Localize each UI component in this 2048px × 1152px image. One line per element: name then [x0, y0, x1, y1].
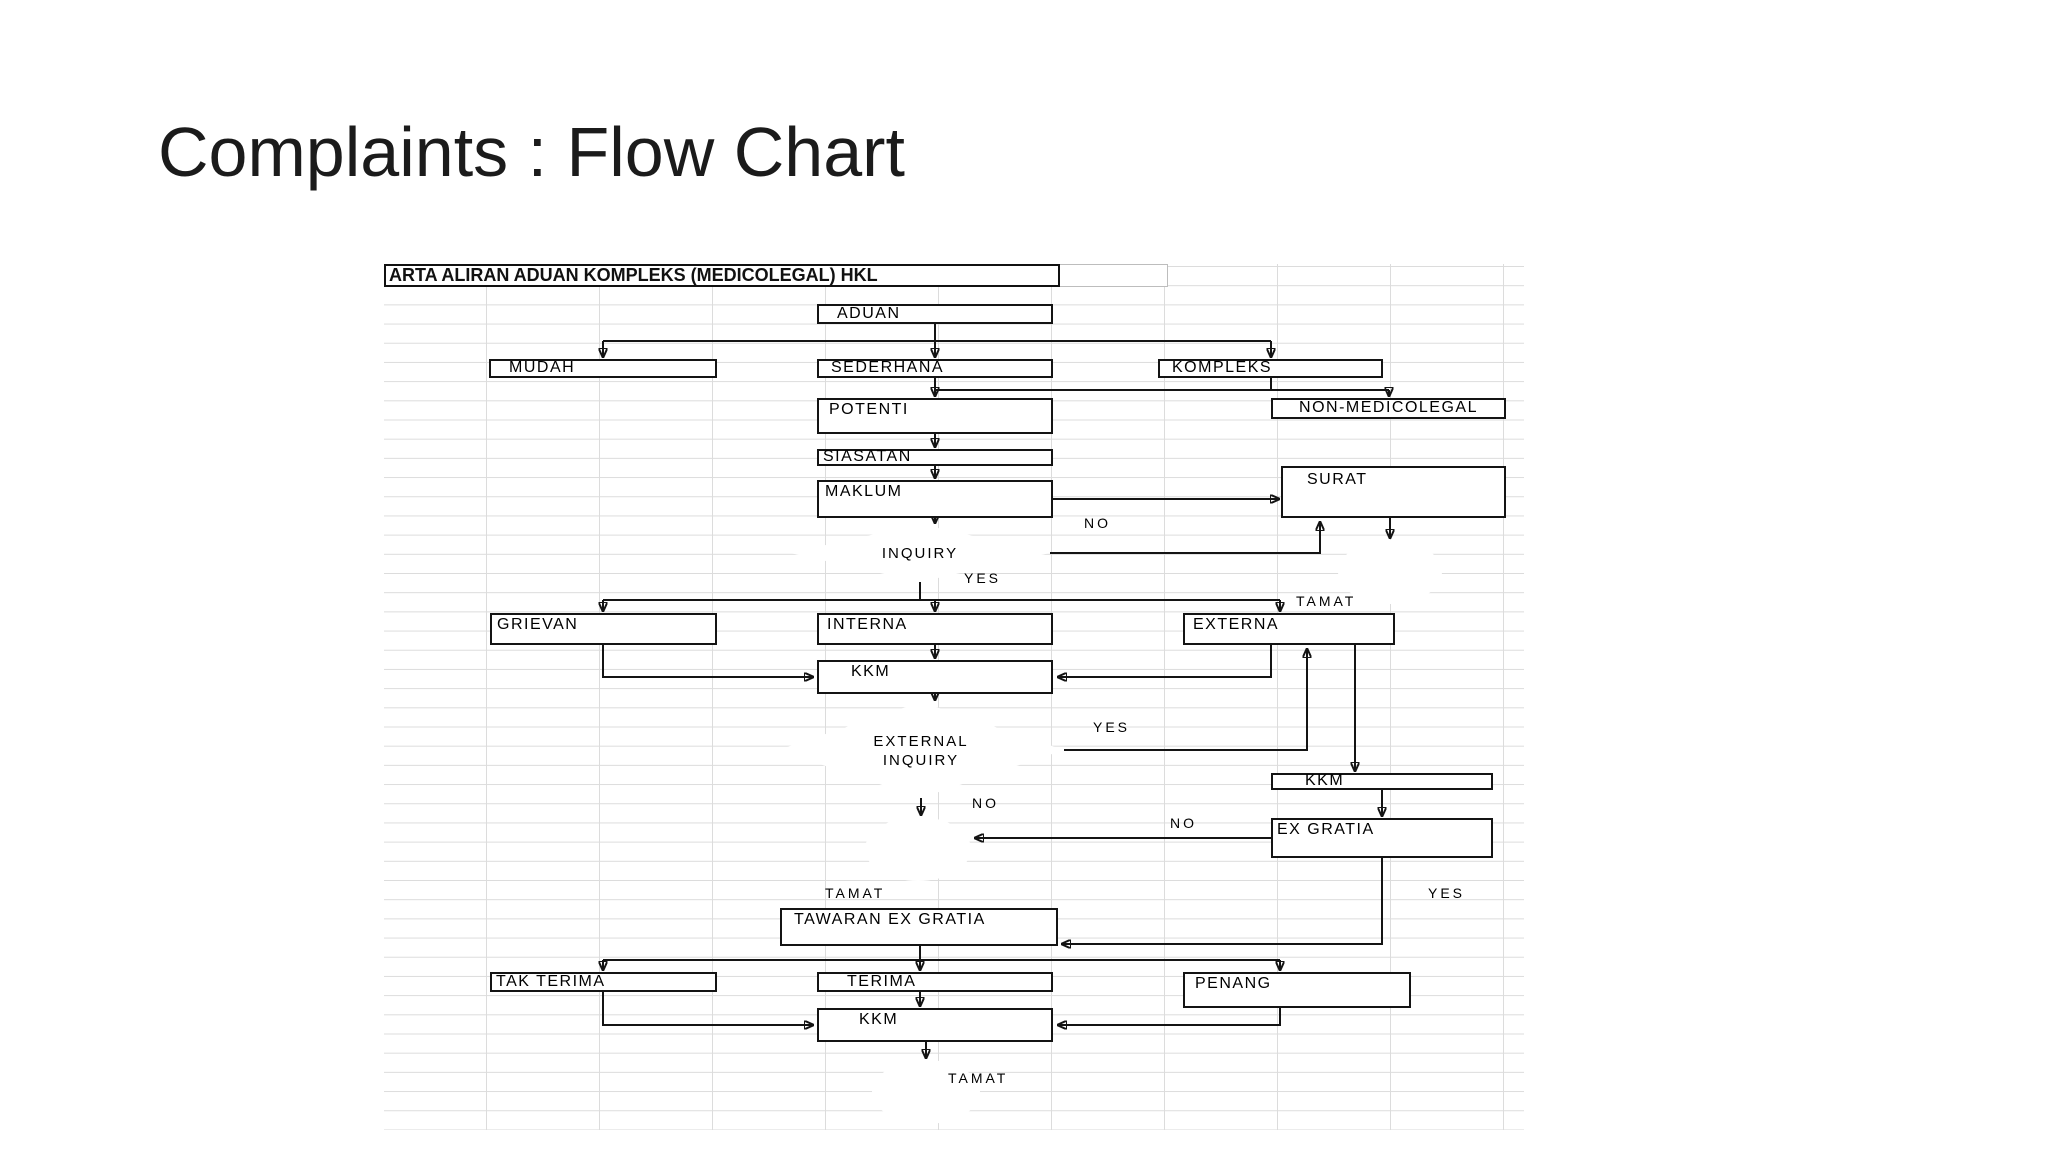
node-tak-terima: TAK TERIMA — [490, 972, 717, 992]
node-kompleks: KOMPLEKS — [1158, 359, 1383, 378]
node-sederhana: SEDERHANA — [817, 359, 1053, 378]
node-aduan: ADUAN — [817, 304, 1053, 324]
node-maklum: MAKLUM — [817, 480, 1053, 518]
slide-title: Complaints : Flow Chart — [158, 113, 905, 191]
chart-header: ARTA ALIRAN ADUAN KOMPLEKS (MEDICOLEGAL)… — [384, 264, 1060, 287]
node-kkm-2: KKM — [1271, 772, 1493, 790]
node-kkm-3: KKM — [817, 1008, 1053, 1042]
label-tamat-end: TAMAT — [948, 1070, 1009, 1086]
inquiry-diamond-label: INQUIRY — [881, 545, 959, 562]
label-no-inquiry: NO — [1084, 515, 1111, 531]
node-non-medicolegal: NON-MEDICOLEGAL — [1271, 398, 1506, 419]
label-no-ex-gratia: NO — [1170, 815, 1197, 831]
node-tawaran-ex-gratia: TAWARAN EX GRATIA — [780, 908, 1058, 946]
node-potenti: POTENTI — [817, 398, 1053, 434]
label-tamat-mid: TAMAT — [825, 885, 886, 901]
label-yes-ex-gratia: YES — [1428, 885, 1466, 901]
node-interna: INTERNA — [817, 613, 1053, 645]
external-inquiry-line1: EXTERNAL — [873, 733, 969, 750]
external-inquiry-line2: INQUIRY — [882, 752, 960, 769]
label-yes-external: YES — [1093, 719, 1131, 735]
node-mudah: MUDAH — [489, 359, 717, 378]
label-tamat-surat: TAMAT — [1296, 593, 1357, 609]
label-yes-inquiry: YES — [964, 570, 1002, 586]
label-no-external: NO — [972, 795, 999, 811]
node-surat: SURAT — [1281, 466, 1506, 518]
node-terima: TERIMA — [817, 972, 1053, 992]
flowchart-connectors — [384, 324, 1442, 1124]
spreadsheet-grid: ARTA ALIRAN ADUAN KOMPLEKS (MEDICOLEGAL)… — [384, 264, 1524, 1130]
node-siasatan: SIASATAN — [817, 448, 1053, 466]
node-externa: EXTERNA — [1183, 613, 1395, 645]
node-kkm-1: KKM — [817, 660, 1053, 694]
chart-header-empty-cell — [1060, 264, 1168, 287]
node-grievan: GRIEVAN — [490, 613, 717, 645]
node-penang: PENANG — [1183, 972, 1411, 1008]
node-ex-gratia: EX GRATIA — [1271, 818, 1493, 858]
